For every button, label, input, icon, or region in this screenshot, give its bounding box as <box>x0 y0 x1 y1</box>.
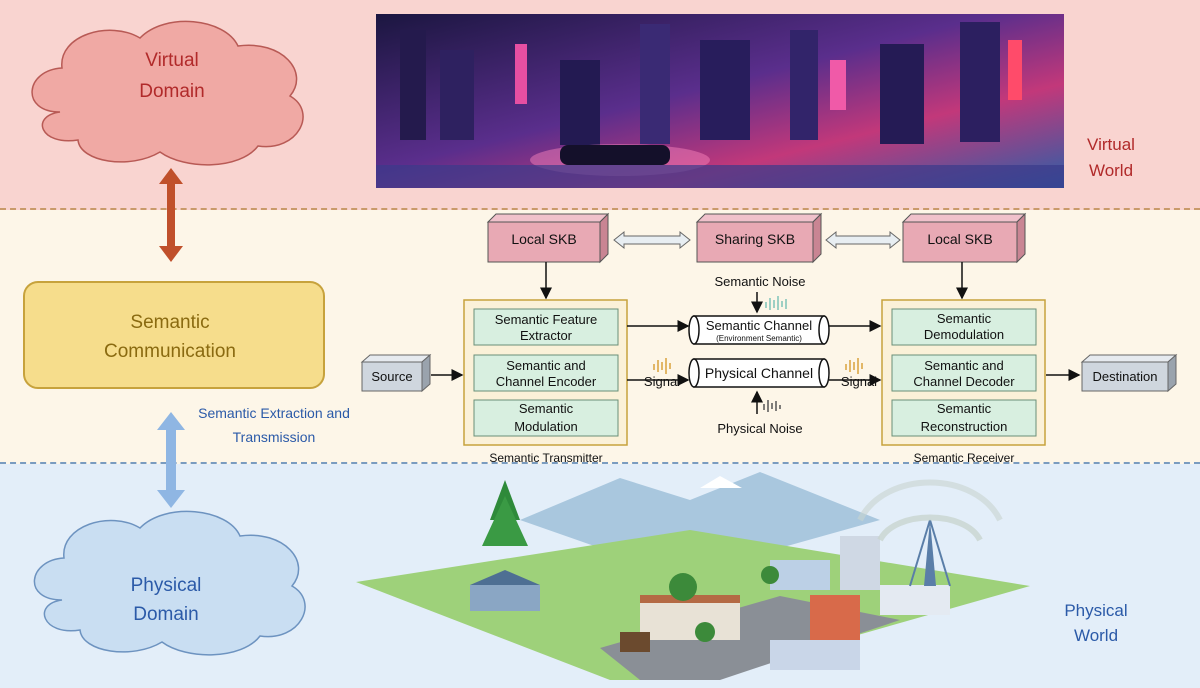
semantic-transmitter: Semantic Feature Extractor Semantic and … <box>463 299 628 465</box>
physical-channel-label: Physical Channel <box>705 365 813 381</box>
source-box: Source <box>360 353 432 393</box>
tx-block-2-line-1: Semantic and <box>506 358 586 373</box>
destination-box: Destination <box>1080 353 1178 393</box>
virtual-world-label-2: World <box>1089 161 1133 180</box>
extraction-label-2: Transmission <box>233 429 316 445</box>
semantic-noise-waveform-icon <box>765 296 787 310</box>
semcom-label-1: Semantic <box>130 312 209 333</box>
rx-block-2-line-1: Semantic and <box>924 358 1004 373</box>
rx-block-1-line-1: Semantic <box>937 311 992 326</box>
local-skb-left-label: Local SKB <box>511 231 576 247</box>
physical-channel: Physical Channel <box>688 358 830 388</box>
physical-noise-waveform-icon <box>763 400 781 412</box>
sharing-skb-label: Sharing SKB <box>715 231 795 247</box>
rx-block-1-line-2: Demodulation <box>924 327 1004 342</box>
semantic-receiver: Semantic Demodulation Semantic and Chann… <box>881 299 1046 465</box>
signal-right-waveform-icon <box>845 358 863 374</box>
tx-block-3-line-1: Semantic <box>519 401 574 416</box>
rx-block-3-line-2: Reconstruction <box>921 419 1008 434</box>
receiver-title: Semantic Receiver <box>914 451 1015 465</box>
local-skb-right: Local SKB <box>901 212 1027 264</box>
semantic-channel-sublabel: (Environment Semantic) <box>716 334 802 343</box>
physical-link-arrow <box>157 412 185 508</box>
tx-block-1-line-2: Extractor <box>520 328 573 343</box>
virtual-link-arrow <box>159 168 183 262</box>
tx-block-2-line-2: Channel Encoder <box>496 374 597 389</box>
source-label: Source <box>371 369 412 384</box>
physical-domain-label-1: Physical <box>131 575 202 596</box>
physical-world-label-2: World <box>1074 626 1118 645</box>
virtual-domain-label-2: Domain <box>139 81 204 102</box>
semantic-channel: Semantic Channel (Environment Semantic) <box>688 315 830 345</box>
signal-left-waveform-icon <box>653 358 671 374</box>
signal-left-label: Signal <box>644 374 680 389</box>
physical-domain-label-2: Domain <box>133 604 198 625</box>
signal-right-label: Signal <box>841 374 877 389</box>
destination-label: Destination <box>1092 369 1157 384</box>
semantic-noise-label: Semantic Noise <box>714 274 805 289</box>
sharing-skb: Sharing SKB <box>695 212 823 264</box>
tx-block-3-line-2: Modulation <box>514 419 578 434</box>
extraction-label-1: Semantic Extraction and <box>198 405 350 421</box>
semantic-communication-box: Semantic Communication <box>23 281 325 389</box>
virtual-world-label-1: Virtual <box>1087 135 1135 154</box>
tx-block-1-line-1: Semantic Feature <box>495 312 598 327</box>
transmitter-title: Semantic Transmitter <box>489 451 602 465</box>
physical-noise-label: Physical Noise <box>717 421 802 436</box>
skb-sync-arrow-right <box>825 230 901 250</box>
physical-world-label-1: Physical <box>1064 601 1127 620</box>
physical-city-illustration <box>356 472 1030 680</box>
local-skb-left: Local SKB <box>486 212 610 264</box>
semcom-label-2: Communication <box>104 341 236 362</box>
virtual-city-image <box>376 14 1064 188</box>
skb-sync-arrow-left <box>613 230 691 250</box>
rx-block-3-line-1: Semantic <box>937 401 992 416</box>
local-skb-right-label: Local SKB <box>927 231 992 247</box>
virtual-domain-cloud: Virtual Domain <box>31 20 304 166</box>
semantic-channel-label: Semantic Channel <box>706 318 812 333</box>
rx-block-2-line-2: Channel Decoder <box>913 374 1015 389</box>
physical-domain-cloud: Physical Domain <box>33 510 306 656</box>
virtual-domain-label-1: Virtual <box>145 50 199 71</box>
